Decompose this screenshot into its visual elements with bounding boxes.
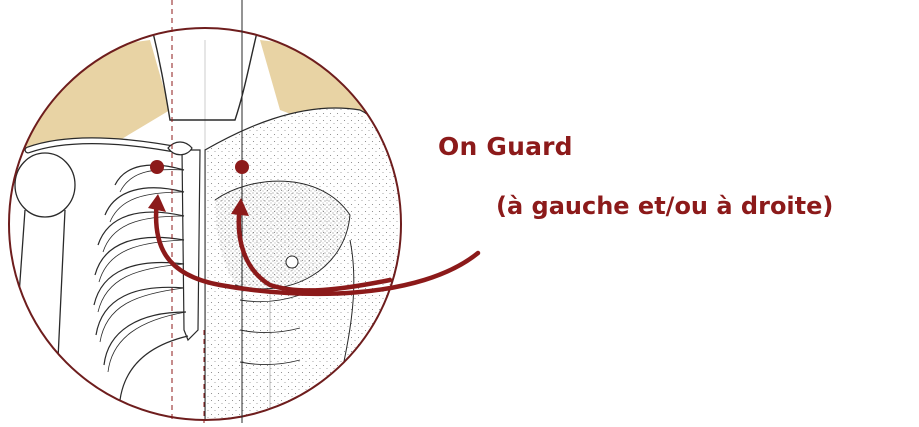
shoulder-joint [15,153,75,217]
label-on-guard: On Guard [438,132,573,161]
acupressure-point-right [235,160,249,174]
label-left-right: (à gauche et/ou à droite) [496,192,833,220]
acupressure-point-left [150,160,164,174]
nipple [286,256,298,268]
